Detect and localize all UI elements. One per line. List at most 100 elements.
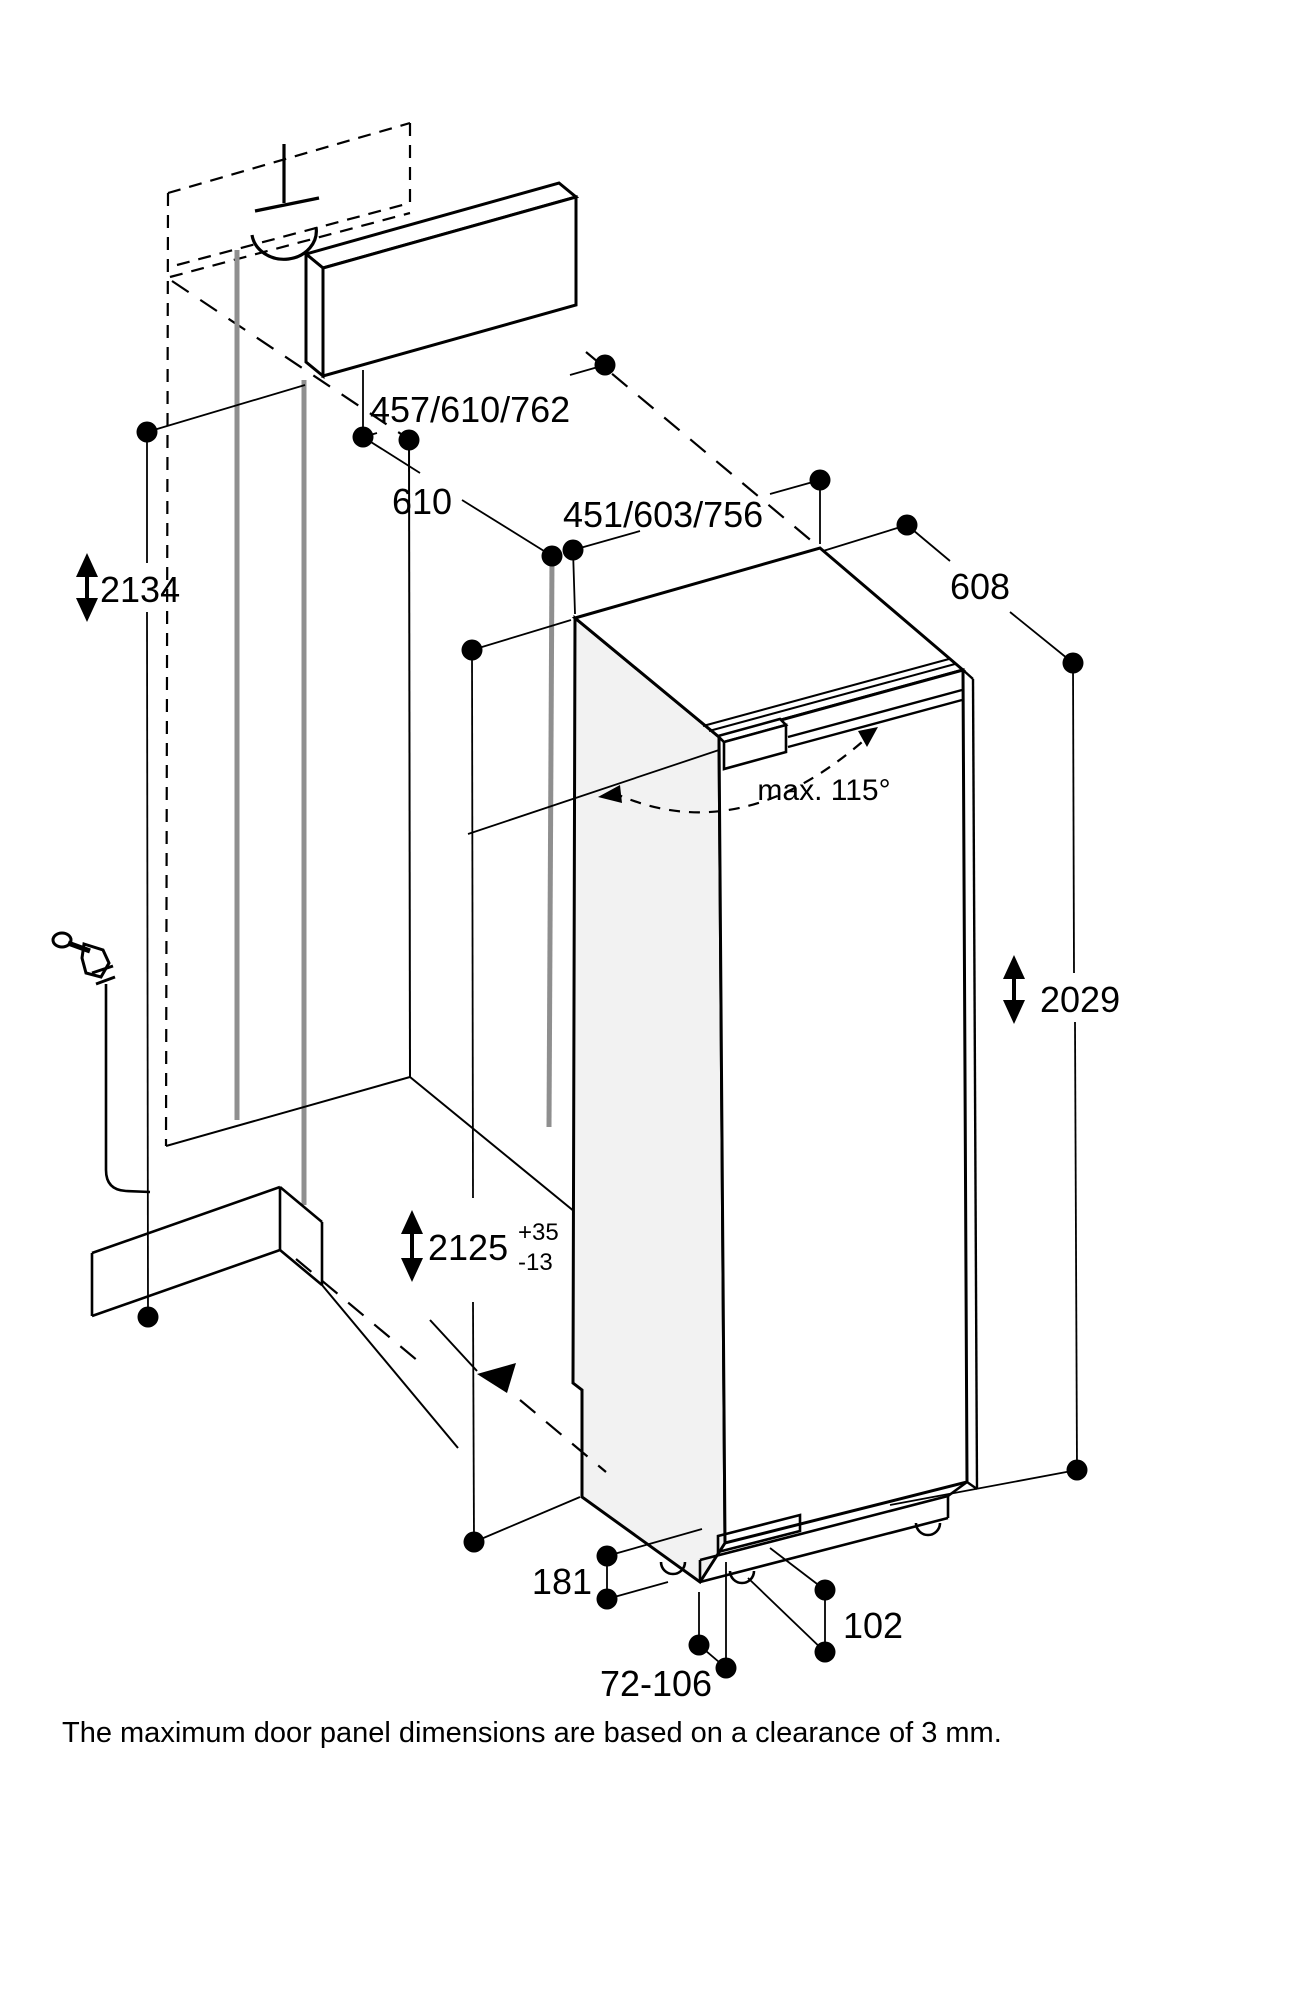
dim-appliance-height-leader-bottom bbox=[889, 1469, 1078, 1506]
label-appliance-depth: 608 bbox=[950, 566, 1010, 607]
floor-arrowhead bbox=[477, 1363, 516, 1393]
arrow-2134-head-down bbox=[76, 598, 98, 622]
label-total-height: 2134 bbox=[100, 569, 180, 610]
door-open-line bbox=[467, 749, 720, 835]
dot-niche-corner-top bbox=[398, 429, 420, 451]
label-appliance-height: 2029 bbox=[1040, 979, 1120, 1020]
plinth-grille bbox=[716, 1513, 802, 1554]
swing-arrowhead-right bbox=[858, 727, 878, 747]
dim-appliance-width bbox=[572, 479, 821, 615]
foot-back-left bbox=[659, 1561, 687, 1576]
label-niche-height-tol-plus: +35 bbox=[518, 1219, 559, 1246]
handle-front-face bbox=[722, 723, 788, 771]
dim-181-leader-top bbox=[606, 1528, 703, 1557]
door-handle bbox=[715, 717, 789, 771]
dot-niche-height-top bbox=[461, 639, 483, 661]
dim-depth-line-lower bbox=[1009, 611, 1074, 664]
wall-bottom-edge-front bbox=[169, 211, 411, 279]
dim-total-height-leader bbox=[146, 384, 306, 433]
wall-corner-vertical bbox=[164, 192, 170, 1147]
niche-floor-front-edge bbox=[165, 1076, 411, 1147]
dot-niche-height-bottom bbox=[463, 1531, 485, 1553]
power-outlet-icon bbox=[250, 144, 320, 261]
dimension-dots bbox=[136, 354, 1088, 1679]
arrow-2125-head-down bbox=[401, 1258, 423, 1282]
appliance-top-detail bbox=[702, 658, 956, 732]
dim-appliance-width-line-left bbox=[572, 530, 641, 551]
dot-appliance-width-left bbox=[562, 539, 584, 561]
dot-181-top bbox=[596, 1545, 618, 1567]
dot-102-bottom bbox=[814, 1641, 836, 1663]
floor-arrow-dash-upper bbox=[295, 1258, 425, 1367]
label-plinth-recess: 102 bbox=[843, 1605, 903, 1646]
dot-181-bottom bbox=[596, 1588, 618, 1610]
dot-depth-top bbox=[896, 514, 918, 536]
dim-plinth-recess-102 bbox=[747, 1547, 826, 1653]
top-inner-line-2 bbox=[702, 658, 950, 727]
dot-72-106-right bbox=[715, 1657, 737, 1679]
dim-102-leader-top bbox=[769, 1547, 826, 1591]
dot-appliance-height-bottom bbox=[1066, 1459, 1088, 1481]
foot-front-left bbox=[728, 1570, 756, 1585]
door-swing bbox=[467, 727, 878, 835]
outlet-arc bbox=[250, 226, 318, 261]
door-panel-slab bbox=[302, 181, 580, 380]
dim-181-leader-bottom bbox=[606, 1581, 669, 1600]
dim-niche-height-shaft-lower bbox=[472, 1301, 475, 1543]
wall-bottom-edge-back bbox=[176, 201, 411, 267]
niche-ceiling-left-dashed bbox=[171, 280, 408, 439]
slab-left-end-face bbox=[304, 250, 325, 380]
niche-ceiling-right-dashed bbox=[585, 351, 821, 549]
arrow-2029-head-down bbox=[1003, 1000, 1025, 1024]
dim-niche-depth-line-lower bbox=[461, 499, 553, 557]
water-hose bbox=[104, 984, 151, 1194]
label-door-angle: max. 115° bbox=[757, 774, 890, 807]
floor-arrow-stub bbox=[429, 1319, 478, 1372]
double-arrow-icon-2134 bbox=[76, 553, 98, 622]
niche-corner-and-floor bbox=[165, 439, 576, 1213]
plinth-box-top bbox=[91, 1185, 281, 1255]
swing-arrowhead-left bbox=[598, 785, 622, 803]
appliance-plinth bbox=[659, 1480, 968, 1585]
tap-handle-lever bbox=[67, 940, 91, 954]
door-top-strip-2 bbox=[787, 698, 963, 749]
dim-niche-height-leader-top bbox=[471, 619, 572, 651]
door-right-top-connector bbox=[962, 669, 974, 680]
plinth-box-depth-top bbox=[279, 1186, 323, 1223]
dim-appliance-height bbox=[889, 662, 1078, 1506]
label-rear-clearance: 181 bbox=[532, 1561, 592, 1602]
dim-depth-leader-top bbox=[822, 524, 908, 552]
arrow-2029-head-up bbox=[1003, 955, 1025, 979]
dim-niche-height-shaft-upper bbox=[471, 649, 474, 1199]
dim-total-height bbox=[146, 384, 306, 1318]
double-arrow-icon-2125 bbox=[401, 1210, 423, 1282]
tap-body bbox=[80, 942, 111, 979]
floor-diagonal bbox=[321, 1284, 459, 1449]
dot-appliance-width-right bbox=[809, 469, 831, 491]
outlet-bar bbox=[254, 196, 320, 213]
dim-appliance-height-shaft-upper bbox=[1072, 662, 1075, 974]
dot-panel-width-left bbox=[352, 426, 374, 448]
water-tap-icon bbox=[51, 931, 151, 1194]
dim-niche-depth-line-upper bbox=[362, 436, 421, 474]
dot-panel-width-right bbox=[594, 354, 616, 376]
dim-niche-depth bbox=[362, 436, 553, 557]
door-right-bottom-connector bbox=[966, 1481, 978, 1490]
niche-front-right-edge bbox=[546, 555, 555, 1128]
door-top-strip-1 bbox=[787, 688, 963, 739]
dot-total-height-top bbox=[136, 421, 158, 443]
floor-arrow-dash-lower bbox=[519, 1399, 607, 1473]
door-right-thickness bbox=[971, 678, 979, 1490]
dim-appliance-width-leader-left bbox=[572, 549, 576, 615]
dot-niche-depth-front bbox=[541, 545, 563, 567]
tap-flange-lower bbox=[95, 975, 116, 986]
floor-plinth-box bbox=[90, 1185, 459, 1449]
label-foot-range: 72-106 bbox=[600, 1663, 712, 1704]
plinth-box-depth-bottom bbox=[279, 1249, 323, 1286]
niche-front-left-vertical bbox=[408, 439, 411, 1078]
dim-total-height-shaft-lower bbox=[146, 611, 149, 1318]
label-niche-depth: 610 bbox=[392, 481, 452, 522]
plinth-box-bottom bbox=[91, 1248, 281, 1318]
